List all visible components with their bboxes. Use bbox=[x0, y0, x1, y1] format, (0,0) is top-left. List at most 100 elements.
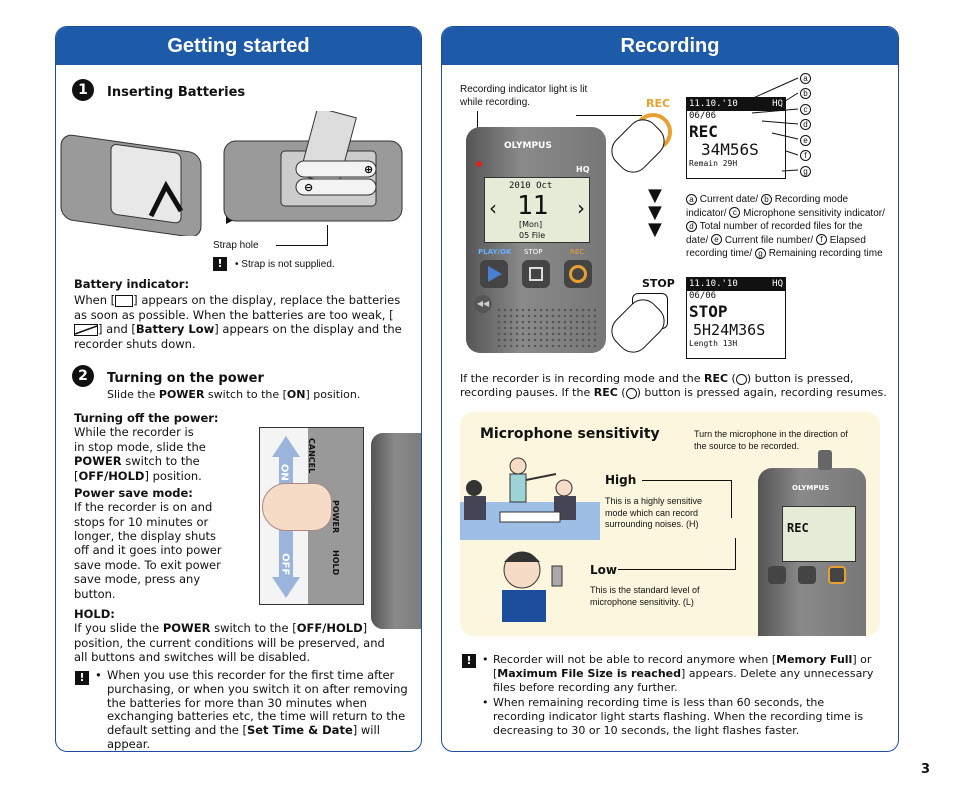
turning-off-line-2: in stop mode, slide the bbox=[74, 439, 206, 454]
lcd2-date: 11.10.'10 bbox=[689, 279, 738, 289]
rec-label: REC bbox=[646, 97, 671, 110]
device-screen-day: 11 bbox=[517, 191, 549, 221]
device-stop-label: STOP bbox=[524, 248, 543, 256]
step-1-badge: 1 bbox=[72, 79, 94, 101]
note-remaining-line-3: decreasing to 30 or 10 seconds, the ligh… bbox=[493, 723, 800, 737]
getting-started-title: Getting started bbox=[56, 27, 421, 65]
strap-hole-leader-v bbox=[327, 225, 328, 246]
hold-heading: HOLD: bbox=[74, 607, 115, 621]
turning-on-power-heading: Turning on the power bbox=[107, 371, 264, 386]
power-save-line-3: longer, the display shuts bbox=[74, 529, 217, 543]
hold-section: HOLD: If you slide the POWER switch to t… bbox=[74, 607, 414, 665]
first-use-line-4: exchanging batteries etc, the time will … bbox=[107, 709, 406, 724]
device-screen-weekday: [Mon] bbox=[519, 220, 543, 229]
getting-started-panel: Getting started 1 Inserting Batteries ⊖ … bbox=[55, 26, 422, 752]
meeting-illustration bbox=[460, 457, 600, 540]
note-memory-line-1: Recorder will not be able to record anym… bbox=[493, 653, 872, 666]
recording-indicator-light bbox=[476, 161, 482, 167]
recorder-mic-illustration: OLYMPUS REC bbox=[758, 450, 866, 636]
note-remaining-line-1: When remaining recording time is less th… bbox=[493, 696, 825, 710]
power-save-line-1: If the recorder is on and bbox=[74, 500, 213, 515]
lcd2-mode: HQ bbox=[772, 279, 783, 289]
lcd-recording: 11.10.'10 HQ 06/06 REC 34M56S Remain 29H bbox=[686, 97, 786, 179]
strap-note: • Strap is not supplied. bbox=[235, 259, 335, 270]
lcd1-rec: REC bbox=[689, 121, 718, 141]
lcd-letter-callouts: a b c d e f g bbox=[800, 71, 811, 180]
mic-low-leader bbox=[618, 538, 736, 570]
hold-line-2: position, the current conditions will be… bbox=[74, 635, 385, 650]
hold-line-1: If you slide the POWER switch to the [OF… bbox=[74, 621, 368, 636]
recorder-device: OLYMPUS HQ 2010 Oct 11 [Mon] 05 File ‹ ›… bbox=[466, 127, 606, 353]
hold-line-3: all buttons and switches will be disable… bbox=[74, 650, 311, 665]
down-arrows-icon: ▼▼▼ bbox=[648, 185, 662, 240]
power-save-heading: Power save mode: bbox=[74, 485, 193, 500]
mic-device-rec: REC bbox=[787, 521, 809, 535]
lcd2-time: 5H24M36S bbox=[693, 320, 766, 339]
lcd-callout-lines bbox=[742, 77, 799, 172]
device-hq-label: HQ bbox=[576, 165, 590, 174]
mic-high-leader bbox=[642, 480, 732, 518]
lcd2-length: Length 13H bbox=[689, 338, 738, 348]
switch-cancel-label: CANCEL bbox=[307, 438, 316, 474]
first-use-line-2: purchasing, or when you switch it on aft… bbox=[107, 681, 408, 696]
lcd1-remain: Remain 29H bbox=[689, 158, 738, 168]
battery-indicator-section: Battery indicator: When [] appears on th… bbox=[74, 277, 409, 351]
power-save-line-5: save mode. To exit power bbox=[74, 557, 221, 572]
turning-on-power-desc: Slide the POWER switch to the [ON] posit… bbox=[107, 388, 361, 401]
power-save-line-2: stops for 10 minutes or bbox=[74, 514, 209, 529]
lcd1-mode: HQ bbox=[772, 99, 783, 109]
switch-off-label: OFF bbox=[279, 553, 291, 576]
turning-off-section: Turning off the power: While the recorde… bbox=[74, 411, 264, 601]
turning-off-line-4: [OFF/HOLD] position. bbox=[74, 468, 202, 483]
mic-device-brand: OLYMPUS bbox=[792, 484, 830, 492]
strap-hole-label: Strap hole bbox=[213, 240, 259, 251]
phone-user-illustration bbox=[502, 551, 563, 622]
note-memory-line-2: [Maximum File Size is reached] appears. … bbox=[493, 666, 874, 680]
mic-low-label: Low bbox=[590, 563, 617, 577]
mic-sensitivity-heading: Microphone sensitivity bbox=[480, 426, 660, 442]
switch-hold-label: HOLD bbox=[331, 550, 340, 576]
rec-button[interactable] bbox=[564, 260, 592, 288]
first-use-line-1: When you use this recorder for the first… bbox=[107, 668, 395, 682]
first-use-note: •When you use this recorder for the firs… bbox=[95, 668, 415, 751]
battery-indicator-heading: Battery indicator: bbox=[74, 277, 190, 291]
lcd2-files: 06/06 bbox=[689, 291, 717, 302]
rec-leader bbox=[576, 115, 642, 259]
recorder-side-illustration bbox=[371, 433, 421, 629]
battery-empty-icon bbox=[115, 294, 134, 307]
speaker-grille bbox=[496, 307, 596, 347]
lcd1-date: 11.10.'10 bbox=[689, 99, 738, 109]
stop-button[interactable] bbox=[522, 260, 550, 288]
battery-indicator-text: When [] appears on the display, replace … bbox=[74, 293, 402, 351]
recording-notes: •Recorder will not be able to record any… bbox=[482, 653, 882, 738]
lcd1-files: 06/06 bbox=[689, 111, 717, 122]
step-2-badge: 2 bbox=[72, 365, 94, 387]
device-screen: 2010 Oct 11 [Mon] 05 File ‹ › bbox=[484, 177, 590, 243]
battery-low-icon bbox=[74, 323, 98, 336]
note-remaining-line-2: recording indicator light starts flashin… bbox=[493, 710, 864, 723]
svg-text:⊕: ⊕ bbox=[364, 163, 373, 176]
page-number: 3 bbox=[920, 762, 930, 777]
power-save-line-4: off and it goes into power bbox=[74, 543, 222, 558]
rewind-button[interactable]: ◀◀ bbox=[474, 295, 492, 313]
first-use-warning-icon: ! bbox=[75, 671, 89, 685]
turning-off-heading: Turning off the power: bbox=[74, 411, 219, 425]
mic-high-label: High bbox=[605, 473, 637, 487]
lcd-legend: a Current date/ b Recording mode indicat… bbox=[686, 193, 885, 259]
device-rec-label: REC bbox=[570, 248, 585, 256]
play-ok-button[interactable] bbox=[480, 260, 508, 288]
lcd1-time: 34M56S bbox=[701, 139, 759, 159]
power-save-line-7: button. bbox=[74, 586, 116, 601]
device-screen-date: 2010 Oct bbox=[509, 181, 553, 191]
microphone-sensitivity-box: Microphone sensitivity Turn the micropho… bbox=[460, 412, 880, 636]
svg-text:⊖: ⊖ bbox=[304, 181, 313, 194]
memory-warning-icon: ! bbox=[462, 654, 476, 668]
first-use-line-5: default setting and the [Set Time & Date… bbox=[107, 723, 380, 751]
note-memory-line-3: files before recording any further. bbox=[493, 680, 678, 694]
first-use-line-3: the batteries for more than 30 minutes w… bbox=[107, 695, 367, 710]
recording-title: Recording bbox=[442, 27, 898, 65]
